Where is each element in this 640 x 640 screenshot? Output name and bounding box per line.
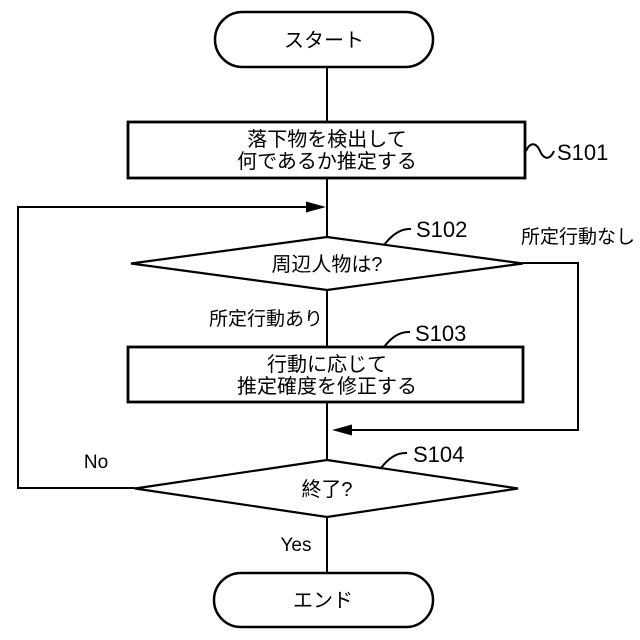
end-label: エンド <box>293 590 353 612</box>
edge-label-no-action: 所定行動なし <box>521 226 635 248</box>
s104-label: 終了? <box>301 478 352 501</box>
s101-label-line1: 落下物を検出して <box>247 128 406 151</box>
s103-step-connector <box>383 330 411 348</box>
edge-label-no: No <box>84 452 108 473</box>
s102-decision-diamond <box>130 235 524 292</box>
loop-no-arrowhead <box>306 201 326 213</box>
s101-label-line2: 何であるか推定する <box>237 150 417 173</box>
s104-step-label: S104 <box>413 442 464 467</box>
s103-label-line2: 推定確度を修正する <box>237 375 417 398</box>
s102-label: 周辺人物は? <box>271 253 382 276</box>
branch-no-action-line <box>338 262 579 431</box>
s102-step-label: S102 <box>416 217 467 242</box>
loop-no-line <box>17 206 320 489</box>
s104-step-connector <box>380 451 408 469</box>
s102-step-connector <box>383 227 412 246</box>
start-label: スタート <box>284 29 364 52</box>
s103-step-label: S103 <box>415 321 466 346</box>
s101-step-connector <box>525 143 555 159</box>
edge-label-yes: Yes <box>281 535 312 556</box>
s103-process-box <box>126 345 525 404</box>
end-terminal <box>212 571 435 629</box>
s104-decision-diamond <box>134 458 519 519</box>
edge-label-action: 所定行動あり <box>209 308 323 330</box>
branch-no-action-arrowhead <box>332 424 352 436</box>
s103-label-line1: 行動に応じて <box>267 353 387 376</box>
s101-process-box <box>126 120 527 180</box>
start-terminal <box>213 10 435 69</box>
s101-step-label: S101 <box>557 140 608 165</box>
